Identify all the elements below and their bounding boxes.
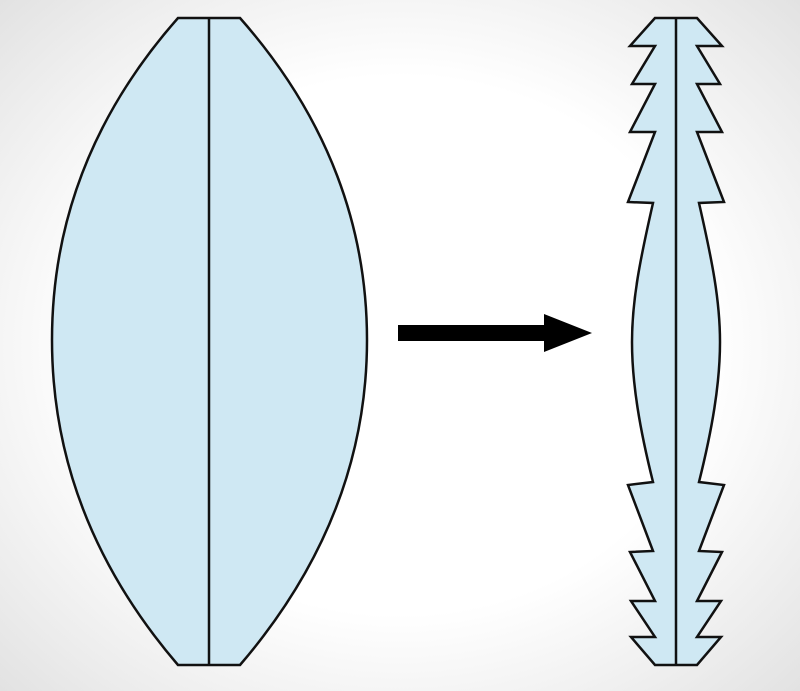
fresnel-lens	[626, 16, 726, 667]
arrow-head	[544, 314, 592, 352]
conventional-lens	[50, 16, 369, 667]
transform-arrow	[398, 314, 592, 352]
arrow-shaft	[398, 325, 546, 341]
